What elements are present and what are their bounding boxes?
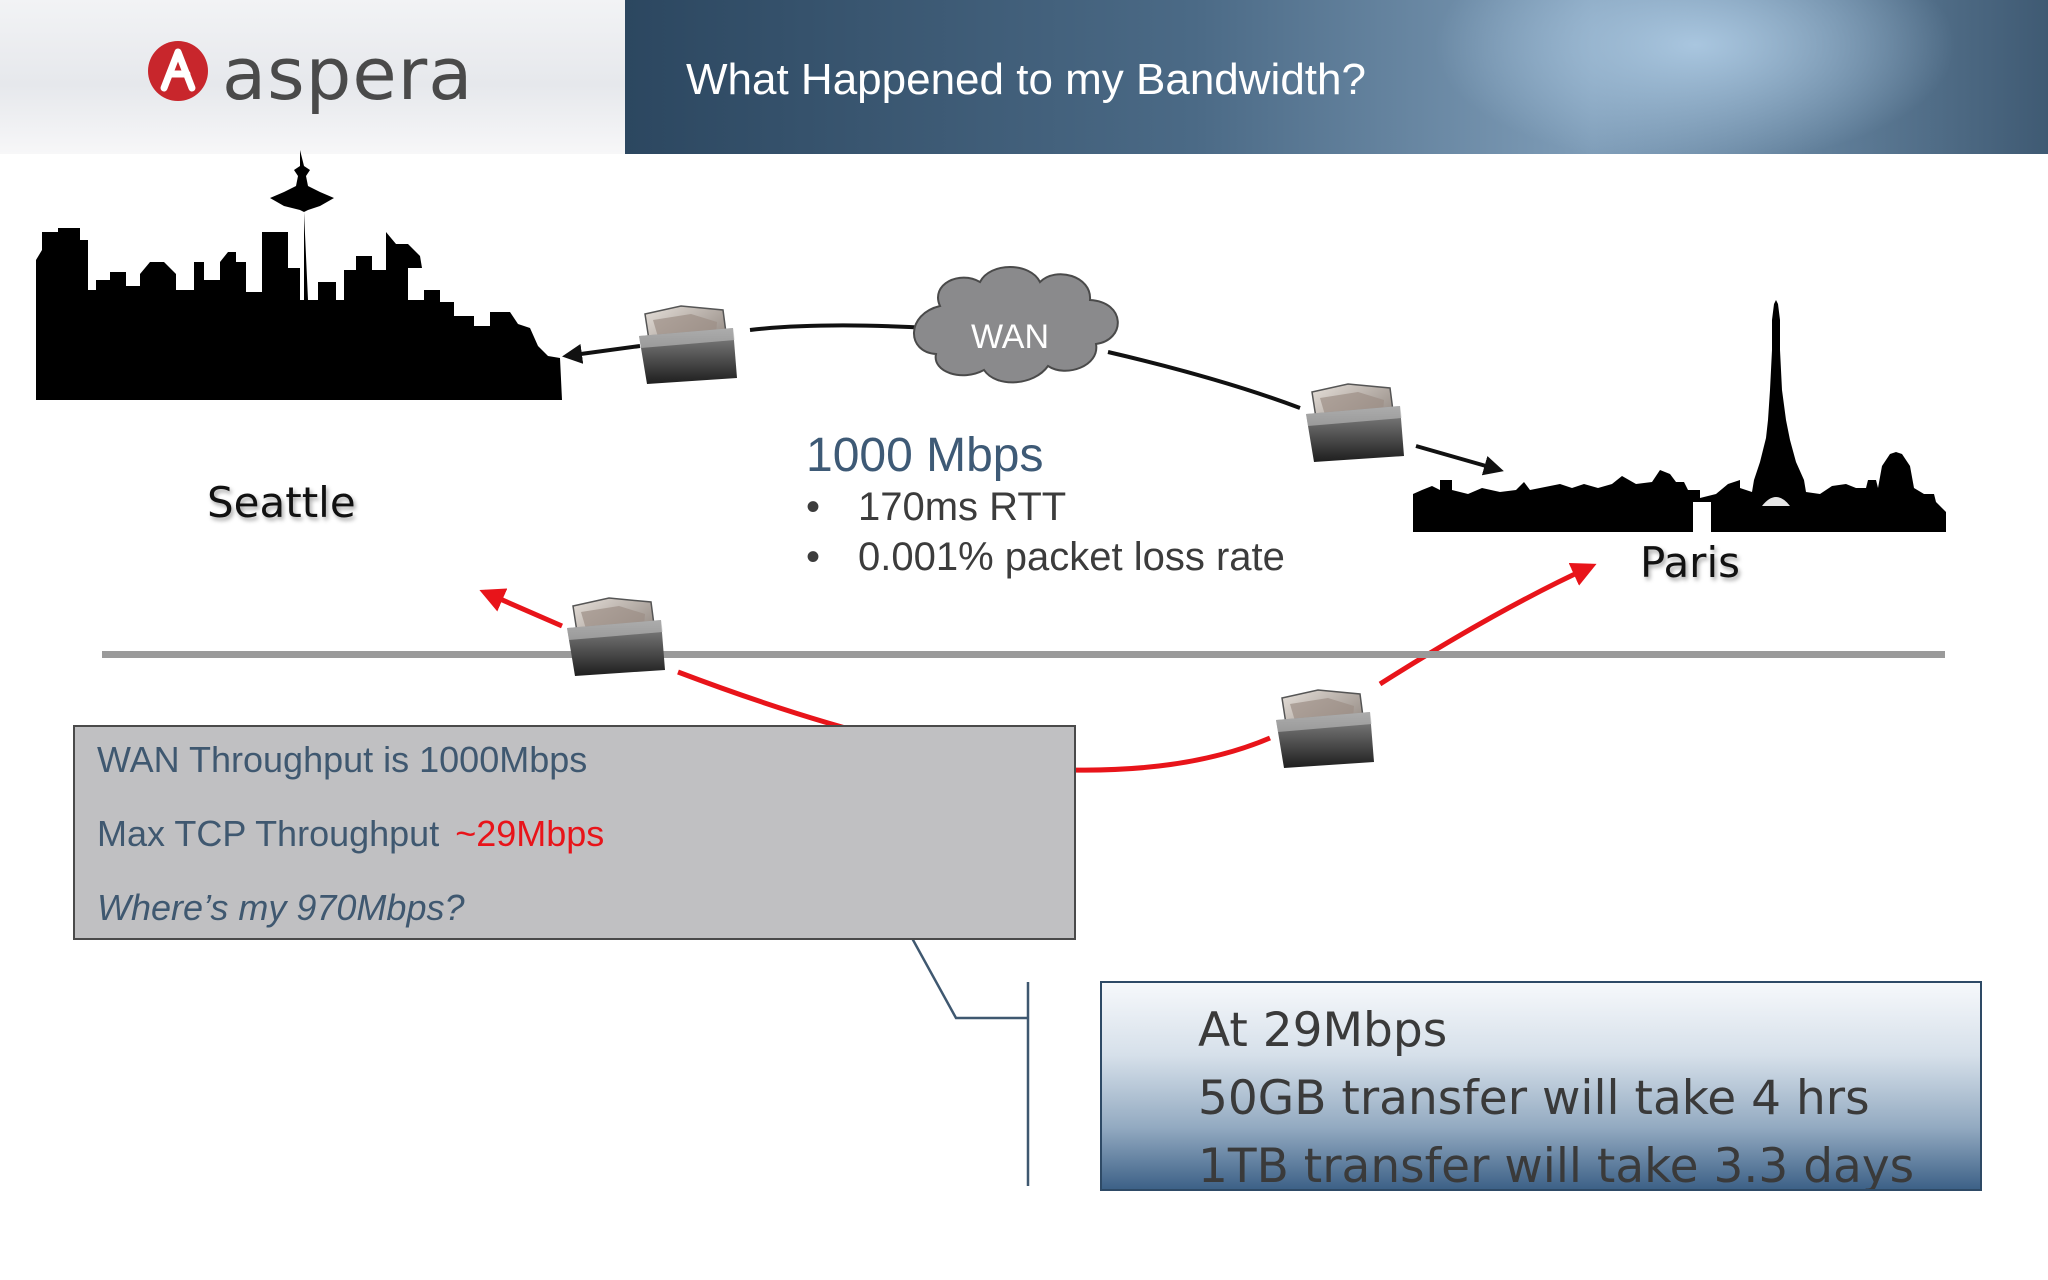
divider-line: [102, 651, 1945, 658]
path-wan-to-paris: [1107, 350, 1301, 410]
arrow-to-seattle: [562, 343, 641, 364]
spec-rtt: • 170ms RTT: [800, 482, 1285, 532]
tcp-arrow-to-paris: [1378, 562, 1597, 687]
transfer-rate-line: At 29Mbps: [1198, 1003, 1448, 1058]
arrow-to-paris: [1415, 444, 1504, 476]
tcp-arrow-to-seattle: [479, 588, 563, 629]
bullet-icon: •: [806, 485, 821, 529]
wan-throughput-text: WAN Throughput is 1000Mbps: [97, 739, 588, 780]
photo-folder-icon: [1275, 689, 1375, 769]
photo-folder-icon: [638, 305, 738, 385]
wan-cloud-icon: [913, 266, 1119, 384]
photo-folder-icon: [1305, 383, 1405, 463]
title-band: [625, 0, 2048, 154]
path-wan-to-seattle: [749, 323, 931, 332]
logo-text: aspera: [222, 32, 474, 116]
spec-packet-loss: • 0.001% packet loss rate: [800, 532, 1285, 582]
link-speed: 1000 Mbps: [806, 429, 1044, 482]
city-label-seattle: Seattle: [207, 478, 356, 527]
slide-title: What Happened to my Bandwidth?: [686, 55, 1366, 104]
logo-band: [0, 0, 625, 154]
bullet-icon: •: [806, 535, 821, 579]
missing-bandwidth-question: Where’s my 970Mbps?: [97, 887, 465, 928]
eiffel-arch: [1762, 497, 1790, 506]
paris-skyline-icon: [1413, 300, 1946, 532]
transfer-time-box: At 29Mbps 50GB transfer will take 4 hrs …: [1100, 981, 1982, 1191]
link-spec-list: • 170ms RTT • 0.001% packet loss rate: [800, 482, 1285, 582]
tcp-throughput-row: Max TCP Throughput ~29Mbps: [97, 813, 604, 855]
tcp-throughput-label: Max TCP Throughput: [97, 813, 440, 854]
wan-cloud-label: WAN: [970, 318, 1050, 356]
arc-opening: [1693, 502, 1711, 532]
seattle-skyline-icon: [36, 150, 562, 400]
photo-folder-icon: [566, 597, 666, 677]
aspera-logo-icon: [148, 41, 208, 101]
city-label-paris: Paris: [1640, 538, 1740, 587]
transfer-50gb-line: 50GB transfer will take 4 hrs: [1198, 1071, 1870, 1126]
spec-text: 170ms RTT: [858, 485, 1067, 529]
tcp-throughput-value: ~29Mbps: [455, 813, 605, 854]
throughput-box: WAN Throughput is 1000Mbps Max TCP Throu…: [73, 725, 1076, 940]
transfer-1tb-line: 1TB transfer will take 3.3 days: [1198, 1139, 1915, 1191]
spec-text: 0.001% packet loss rate: [858, 535, 1285, 579]
